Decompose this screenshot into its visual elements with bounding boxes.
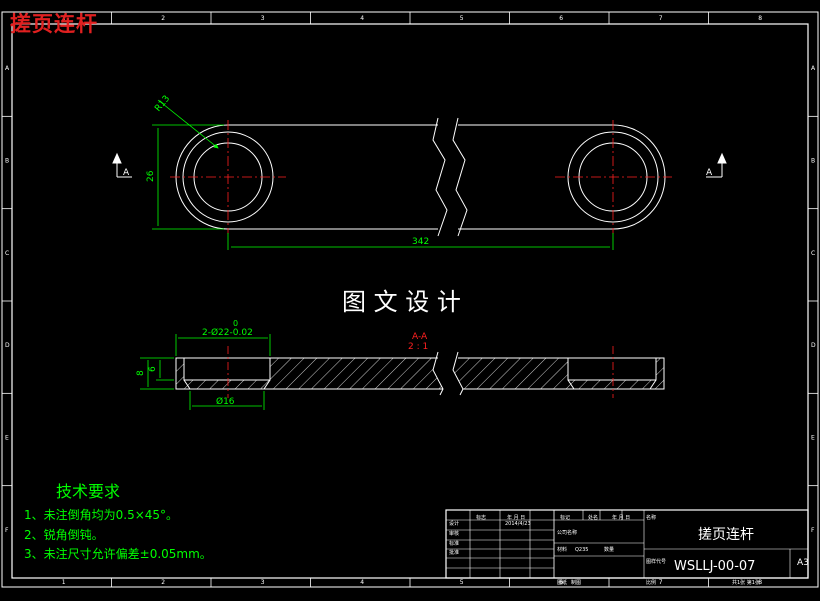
zone-label-row: C [811, 250, 815, 257]
zone-label-column: 6 [559, 579, 563, 586]
zone-label-column: 3 [261, 579, 265, 586]
break-line-1 [432, 117, 448, 237]
height-label: 26 [146, 170, 156, 182]
zone-ticks [2, 12, 818, 587]
tb-head-3: 处名 [588, 514, 598, 521]
zone-label-column: 2 [161, 15, 165, 22]
tb-sheet-size: A3 [797, 558, 809, 568]
tb-company-label: 公司名称 [557, 529, 577, 536]
zone-label-row: F [811, 527, 815, 534]
zone-label-row: D [811, 342, 816, 349]
thickness-outer: 8 [136, 370, 146, 376]
tb-head-4: 年 月 日 [612, 514, 630, 521]
section-break-2 [452, 351, 464, 396]
tb-scale-label: 比例 [646, 579, 656, 586]
tb-head-2: 标记 [560, 514, 570, 521]
section-title: A-A [412, 332, 428, 342]
zone-label-column: 8 [758, 579, 762, 586]
zone-label-column: 7 [659, 15, 663, 22]
tb-quantity-label: 数量 [604, 546, 614, 553]
tech-item-2: 2、锐角倒钝。 [24, 528, 104, 542]
section-mark-left [112, 152, 132, 178]
zone-label-row: F [5, 527, 9, 534]
tb-date: 2014/4/23 [505, 521, 531, 527]
tb-sheet-label: 共1张 第1张 [732, 579, 760, 586]
section-break-1 [432, 351, 444, 396]
section-view: A-A 2 : 1 [136, 319, 665, 410]
watermark: 搓页连杆 [10, 11, 98, 36]
section-hatch-right [453, 358, 664, 389]
plan-view: R13 26 342 A A [112, 94, 727, 250]
zone-label-row: A [5, 65, 10, 72]
tb-part-name: 搓页连杆 [698, 527, 754, 543]
tb-drawing-no: WSLLJ-00-07 [674, 559, 755, 574]
tb-drawn-value: 制图 [571, 579, 581, 586]
zone-label-column: 4 [360, 579, 364, 586]
section-scale: 2 : 1 [408, 342, 428, 352]
tb-row-review: 审核 [449, 530, 459, 537]
section-mark-right-label: A [706, 168, 713, 178]
zone-label-column: 1 [62, 579, 66, 586]
hole-label: Ø16 [216, 396, 235, 407]
zone-label-column: 3 [261, 15, 265, 22]
tb-head-1: 年 月 日 [507, 514, 525, 521]
tb-drawing-no-label: 图样代号 [646, 558, 666, 565]
zone-label-column: 1 [62, 15, 66, 22]
zone-label-column: 8 [758, 15, 762, 22]
tech-item-1: 1、未注倒角均为0.5×45°。 [24, 507, 178, 522]
left-counterbore-cut [183, 357, 271, 381]
section-mark-left-label: A [123, 168, 130, 178]
title-block: 标志 年 月 日 标记 处名 年 月 日 设计 2014/4/23 审核 标准 … [445, 509, 809, 586]
tb-drawn-label: 图纸 [557, 579, 567, 586]
radius-label: R13 [153, 94, 172, 114]
bore-label: 2-Ø22-0.02 [202, 327, 253, 338]
zone-label-row: A [811, 65, 816, 72]
zone-label-column: 6 [559, 15, 563, 22]
zone-label-row: E [5, 435, 9, 442]
overlay-title: 图 文 设 计 [342, 288, 461, 316]
zone-label-row: E [811, 435, 815, 442]
tb-head-0: 标志 [476, 514, 486, 521]
tb-material-label: 材料 [557, 546, 567, 553]
tolerance-upper: 0 [233, 319, 238, 328]
technical-requirements: 技术要求 1、未注倒角均为0.5×45°。 2、锐角倒钝。 3、未注尺寸允许偏差… [24, 482, 212, 561]
zone-label-row: B [811, 158, 815, 165]
radius-leader [157, 99, 219, 149]
zone-label-column: 5 [460, 15, 464, 22]
zone-label-column: 4 [360, 15, 364, 22]
zone-label-column: 5 [460, 579, 464, 586]
plan-centerlines [170, 120, 672, 234]
tb-row-design: 设计 [449, 520, 459, 527]
tech-item-3: 3、未注尺寸允许偏差±0.05mm。 [24, 546, 212, 561]
section-outline-left [175, 357, 443, 390]
tb-row-approve: 批准 [449, 549, 459, 556]
tb-name-label: 名称 [646, 514, 656, 521]
section-mark-right [706, 152, 727, 178]
tb-material: Q235 [575, 547, 588, 553]
tech-heading: 技术要求 [56, 482, 120, 501]
zone-label-row: B [5, 158, 9, 165]
length-label: 342 [412, 237, 429, 247]
right-counterbore-cut [567, 357, 657, 381]
zone-label-column: 2 [161, 579, 165, 586]
zone-label-row: D [5, 342, 10, 349]
tb-row-standard: 标准 [449, 540, 459, 547]
zone-label-column: 7 [659, 579, 663, 586]
section-hatch-left [176, 358, 443, 389]
thickness-inner: 6 [148, 366, 158, 372]
break-line-2 [452, 117, 468, 237]
zone-label-row: C [5, 250, 9, 257]
section-outline-right [458, 357, 665, 390]
